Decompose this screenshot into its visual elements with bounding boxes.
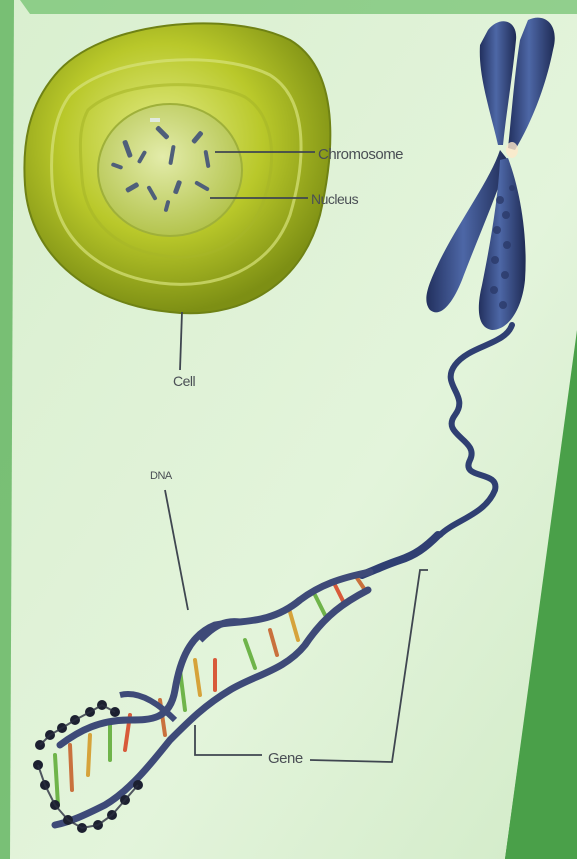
nucleus-illustration: [98, 104, 242, 236]
chromosome-label: Chromosome: [318, 146, 403, 163]
dna-leader-line: [165, 490, 188, 610]
gene-bracket-line: [195, 725, 262, 755]
cell-leader-line: [180, 312, 182, 370]
nucleus-label: Nucleus: [311, 191, 358, 207]
chromosome-illustration: [426, 18, 554, 330]
gene-bracket-line-right: [310, 570, 428, 762]
coiled-dna-strand: [362, 325, 512, 575]
cell-label: Cell: [173, 373, 195, 389]
dna-label: DNA: [150, 470, 172, 482]
gene-label: Gene: [268, 750, 303, 767]
dna-double-helix: [33, 572, 370, 833]
